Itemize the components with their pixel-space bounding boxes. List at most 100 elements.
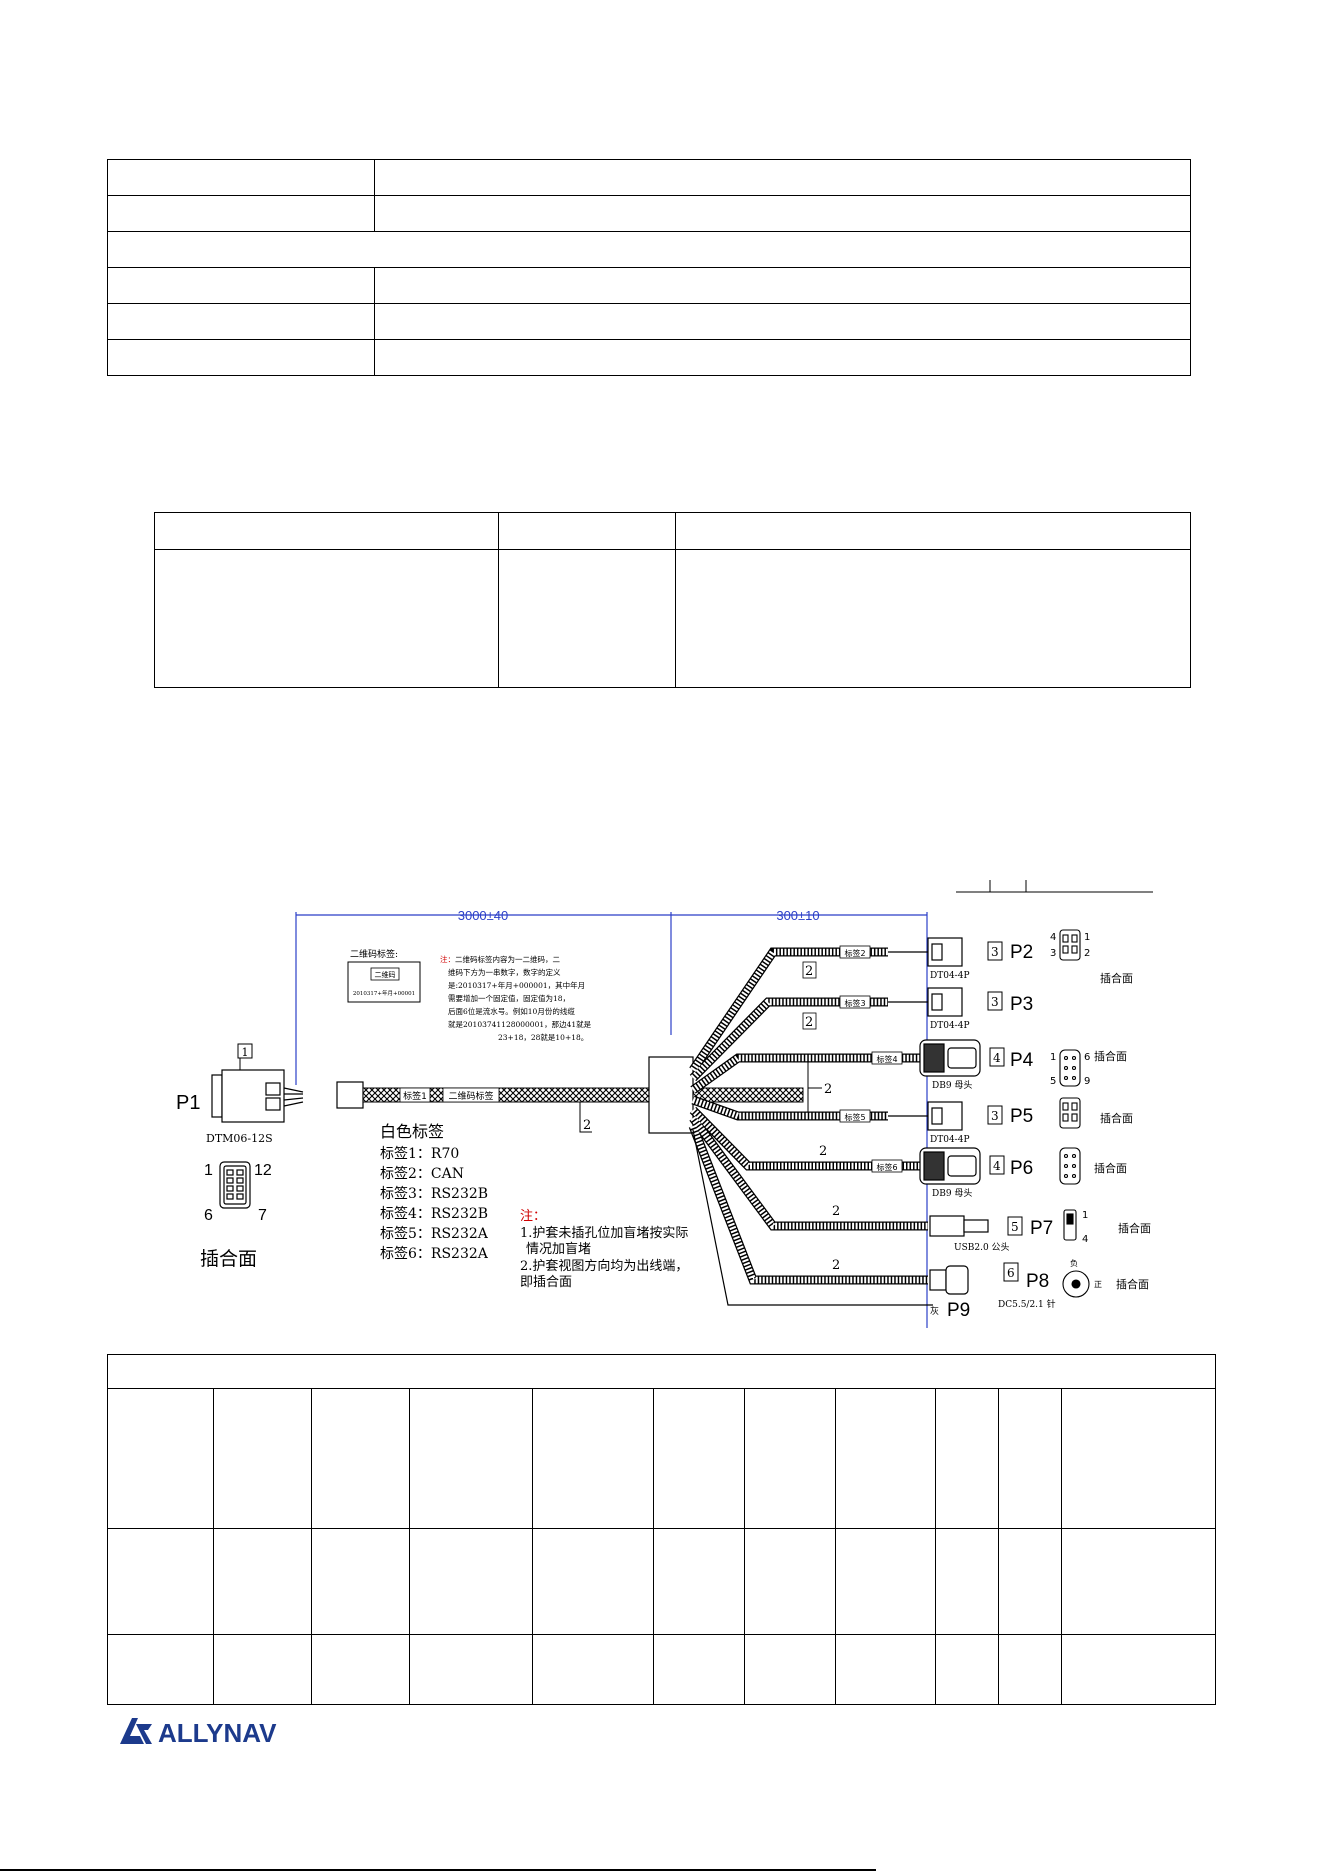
logo-text: ALLYNAV [158,1718,277,1748]
table-cell [374,159,1191,196]
model-p2: DT04-4P [930,971,970,981]
info-table-1 [107,159,1191,376]
branch-tag-p2: 标签2 [844,948,865,958]
pin-dt-tl: 4 [1050,932,1056,943]
white-label-item: 标签1：R70 [380,1145,459,1162]
table-cell [744,1388,836,1529]
white-label-item: 标签2：CAN [380,1165,464,1182]
pin-table [107,1354,1216,1705]
dimension-lines [295,912,928,1328]
callout-p3: 3 [991,995,999,1009]
info-table-2 [154,512,1191,688]
p1-name: P1 [176,1092,200,1114]
wire-callout-p8: 2 [832,1258,840,1273]
table-cell [998,1388,1062,1529]
notes-line: 情况加盲堵 [526,1241,591,1257]
wire-callout-p4: 2 [824,1082,832,1097]
pin-dt-tr: 1 [1084,932,1090,943]
face-label-p8: 插合面 [1116,1277,1149,1291]
table-cell [653,1528,745,1635]
wire-callout-p3: 2 [805,1015,813,1030]
white-label-item: 标签3：RS232B [380,1185,488,1202]
pin-dt-br: 2 [1084,948,1090,959]
callout-p5: 3 [991,1109,999,1123]
p1-pin-tr: 12 [254,1162,272,1179]
qr-note-line: 就是20103741128000001，那边41就是 [448,1019,592,1029]
branch-tags [839,945,903,1173]
dim-branch-length: 300±10 [776,908,819,923]
branch-tag-p9: 灰 [930,1305,939,1317]
table-cell [744,1528,836,1635]
callout-p8: 6 [1007,1266,1015,1280]
branch-name-p8: P8 [1026,1271,1049,1292]
face-label-p4: 插合面 [1094,1049,1127,1063]
qr-note-line: 后面6位是流水号。例如10月份的线缆 [448,1006,575,1016]
table-cell [498,512,676,550]
model-p5: DT04-4P [930,1135,970,1145]
table-cell [835,1388,936,1529]
model-p6: DB9 母头 [932,1188,972,1199]
p1-callout: 1 [242,1046,249,1059]
pin-db-tr: 6 [1084,1052,1090,1063]
notes-title: 注： [520,1209,546,1224]
callout-p4: 4 [993,1051,1001,1065]
table-cell [409,1634,533,1705]
table-cell [532,1528,654,1635]
table-cell [311,1388,410,1529]
wire-callout-box [802,1012,817,1030]
qr-code-number: 2010317+年月+00001 [353,989,415,997]
table-cell [107,1354,1216,1389]
branch-tag-p5: 标签5 [844,1112,865,1122]
qr-note-line: 二维码标签内容为一二维码，二 [455,954,560,964]
dim-main-length: 3000±40 [458,908,509,923]
table-cell [835,1528,936,1635]
branch-name-p3: P3 [1010,994,1033,1015]
branch-wires [688,947,933,1306]
trunk-callout: 2 [583,1118,591,1133]
table-cell [154,512,499,550]
notes-line: 2.护套视图方向均为出线端， [520,1258,688,1274]
table-cell [107,267,375,304]
table-cell [107,303,375,340]
pin-dt-bl: 3 [1050,948,1056,959]
table-cell [498,549,676,688]
white-label-item: 标签4：RS232B [380,1205,488,1222]
table-cell [1061,1528,1216,1635]
table-cell [213,1388,312,1529]
trunk-boot [336,1081,364,1109]
table-cell [935,1634,999,1705]
table-cell [935,1528,999,1635]
p1-pin-br: 7 [258,1207,267,1224]
qr-note: 注：二维码标签内容为一二维码，二 维码下方为一串数字，数字的定义 是:20103… [440,954,592,1042]
pin-db-br: 9 [1084,1076,1090,1087]
table-cell [835,1634,936,1705]
trunk-qr-tag-text: 二维码标签 [448,1090,493,1102]
mating-face-icons [1059,929,1090,1298]
table-cell [374,195,1191,232]
table-cell [998,1634,1062,1705]
table-cell [311,1634,410,1705]
table-cell [653,1388,745,1529]
table-cell [532,1634,654,1705]
model-p4: DB9 母头 [932,1080,972,1091]
table-cell [532,1388,654,1529]
branch-name-p6: P6 [1010,1158,1033,1179]
wire-callout-box [802,961,817,979]
qr-note-line: 23+18，28就是10+18。 [498,1032,588,1042]
allynav-logo: ALLYNAV [120,1718,277,1748]
table-cell [374,303,1191,340]
face-label-p7: 插合面 [1118,1221,1151,1235]
table-cell [1061,1388,1216,1529]
model-p3: DT04-4P [930,1021,970,1031]
wire-callout-p2: 2 [805,964,813,979]
table-cell [107,339,375,376]
face-label-p6: 插合面 [1094,1161,1127,1175]
callout-p7: 5 [1011,1220,1019,1234]
table-cell [213,1634,312,1705]
table-cell [1061,1634,1216,1705]
table-cell [107,231,1191,268]
branch-tag-p4: 标签4 [876,1054,897,1064]
table-cell [107,1634,214,1705]
model-p8: DC5.5/2.1 针 [998,1298,1056,1310]
qr-note-line: 维码下方为一串数字，数字的定义 [448,967,561,977]
